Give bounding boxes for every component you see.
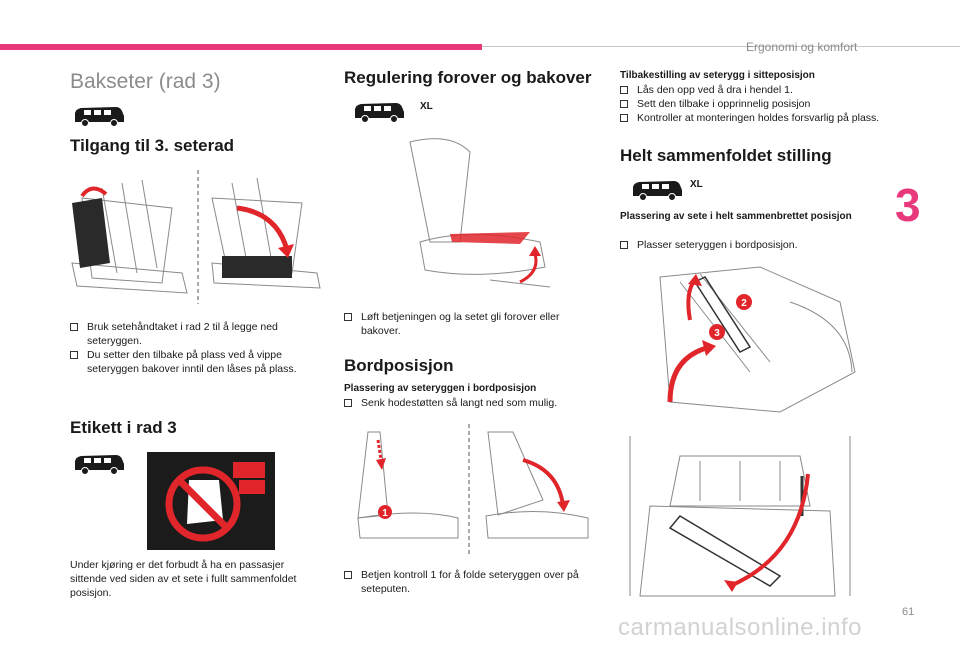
van-icon xyxy=(633,181,682,201)
folded-heading: Helt sammenfoldet stilling xyxy=(620,146,832,165)
bullet-box-icon xyxy=(620,114,628,122)
list-item: Senk hodestøtten så langt ned som mulig. xyxy=(344,396,594,410)
folded-instructions: Plasser seteryggen i bordposisjon. xyxy=(620,238,870,252)
list-item: Plasser seteryggen i bordposisjon. xyxy=(620,238,870,252)
page-title: Bakseter (rad 3) xyxy=(70,70,221,93)
access-heading: Tilgang til 3. seterad xyxy=(70,136,235,155)
callout-1: 1 xyxy=(382,508,388,519)
section-title: Ergonomi og komfort xyxy=(746,40,858,54)
watermark: carmanualsonline.info xyxy=(618,614,862,641)
bullet-box-icon xyxy=(70,351,78,359)
bullet-box-icon xyxy=(620,86,628,94)
variant-label: XL xyxy=(420,101,433,112)
list-item: Du setter den tilbake på plass ved å vip… xyxy=(70,348,320,376)
table-heading: Bordposisjon xyxy=(344,356,454,375)
interior-folded-illustration xyxy=(629,436,851,597)
callout-2: 2 xyxy=(741,298,747,309)
list-item: Lås den opp ved å dra i hendel 1. xyxy=(620,83,880,97)
no-passenger-icon xyxy=(165,462,265,542)
list-item: Løft betjeningen og la setet gli forover… xyxy=(344,310,594,338)
reset-instructions: Lås den opp ved å dra i hendel 1. Sett d… xyxy=(620,83,880,125)
chapter-number: 3 xyxy=(895,179,921,231)
callout-3: 3 xyxy=(714,328,720,339)
page-number: 61 xyxy=(902,606,915,618)
variant-label: XL xyxy=(690,179,703,190)
van-icon xyxy=(355,103,404,123)
folded-seat-illustration: 2 3 xyxy=(659,266,856,413)
bullet-box-icon xyxy=(344,399,352,407)
header-accent-bar xyxy=(0,44,482,50)
folded-subheading: Plassering av sete i helt sammenbrettet … xyxy=(620,211,852,222)
bullet-box-icon xyxy=(70,323,78,331)
access-instructions: Bruk setehåndtaket i rad 2 til å legge n… xyxy=(70,320,320,376)
table-instructions: Senk hodestøtten så langt ned som mulig. xyxy=(344,396,594,410)
reset-subheading: Tilbakestilling av seterygg i sitteposis… xyxy=(620,70,815,81)
list-item: Kontroller at monteringen holdes forsvar… xyxy=(620,111,880,125)
header-divider xyxy=(482,46,960,47)
adjust-heading: Regulering forover og bakover xyxy=(344,68,592,87)
seat-slide-illustration xyxy=(409,138,551,288)
label-text: Under kjøring er det forbudt å ha en pas… xyxy=(70,559,297,599)
list-item: Bruk setehåndtaket i rad 2 til å legge n… xyxy=(70,320,320,348)
bullet-box-icon xyxy=(344,313,352,321)
bullet-box-icon xyxy=(620,241,628,249)
table-subheading: Plassering av seteryggen i bordposisjon xyxy=(344,383,537,394)
van-icon xyxy=(75,107,124,127)
label-heading: Etikett i rad 3 xyxy=(70,418,177,437)
adjust-instructions: Løft betjeningen og la setet gli forover… xyxy=(344,310,594,338)
list-item: Sett den tilbake i opprinnelig posisjon xyxy=(620,97,880,111)
bullet-box-icon xyxy=(620,100,628,108)
fold-instructions: Betjen kontroll 1 for å folde seteryggen… xyxy=(344,568,598,596)
warning-label-image xyxy=(147,452,275,550)
table-position-illustration: 1 xyxy=(357,424,589,556)
list-item: Betjen kontroll 1 for å folde seteryggen… xyxy=(344,568,598,596)
seat-access-illustration xyxy=(71,170,321,304)
bullet-box-icon xyxy=(344,571,352,579)
van-icon xyxy=(75,455,124,475)
